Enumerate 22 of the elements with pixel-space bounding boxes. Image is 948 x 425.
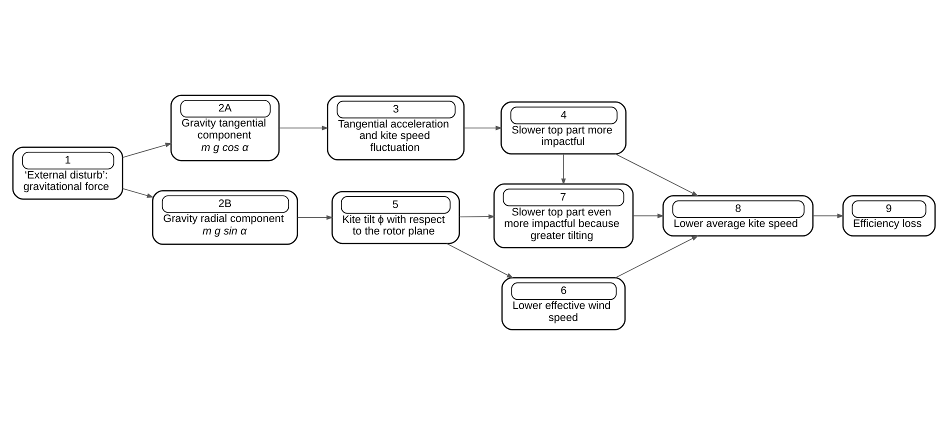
arrow xyxy=(561,154,566,186)
node-box: 4 Slower top part more impactful xyxy=(500,101,626,155)
node-box: 2B Gravity radial component m g sin α xyxy=(152,190,298,245)
arrow xyxy=(297,215,334,220)
arrow xyxy=(458,214,496,219)
arrow xyxy=(446,243,514,278)
node-box: 6 Lower effective wind speed xyxy=(501,277,626,330)
arrow xyxy=(278,126,329,130)
arrow xyxy=(464,126,502,130)
arrow xyxy=(615,154,699,196)
node-box: 5 Kite tilt ϕ with respect to the rotor plane xyxy=(332,190,460,244)
arrow xyxy=(632,214,664,218)
node-box: 1 ‘External disturb’: gravitational force xyxy=(12,146,124,200)
arrow xyxy=(122,142,172,158)
node-box: 3 Tangential acceleration and kite speed fluctuation xyxy=(326,96,465,160)
node-box: 7 Slower top part even more impactful because greater tilting xyxy=(493,183,634,248)
arrow xyxy=(812,214,844,218)
node-box: 9 Efficiency loss xyxy=(842,195,936,237)
node-box: 8 Lower average kite speed xyxy=(662,195,814,237)
node-box: 2A Gravity tangential component m g cos α xyxy=(170,94,280,162)
arrow xyxy=(615,236,699,278)
arrow xyxy=(122,188,154,198)
